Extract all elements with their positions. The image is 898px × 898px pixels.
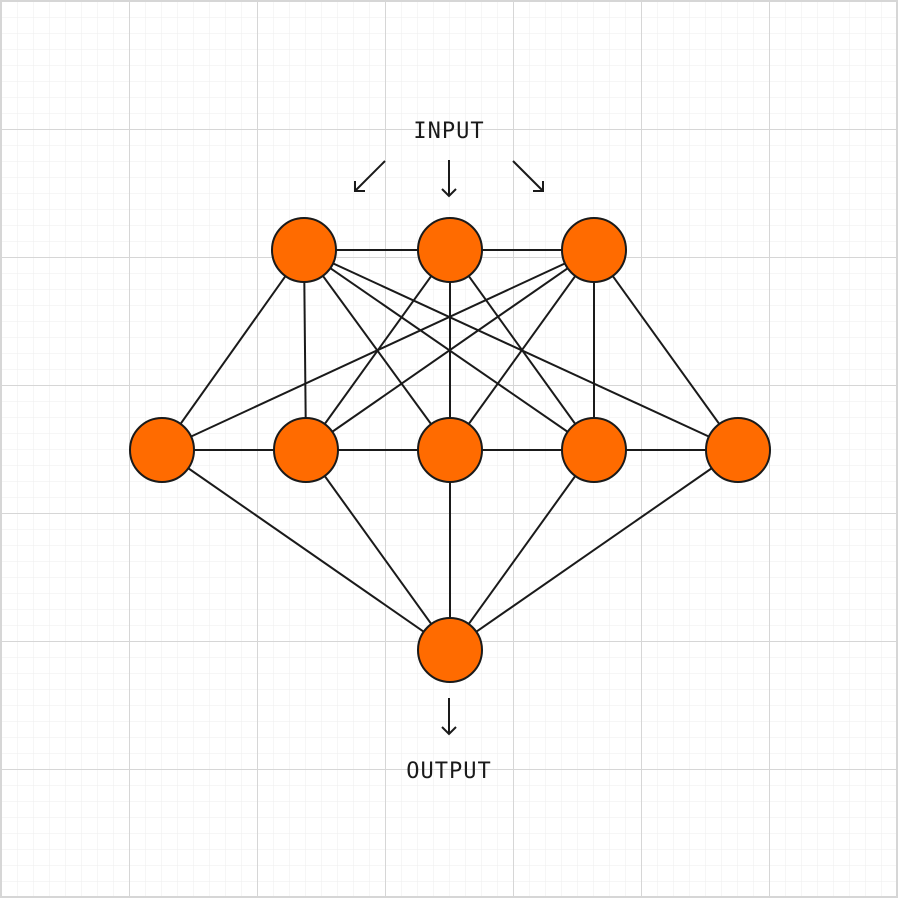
input-arrow-center <box>441 160 457 198</box>
node-group <box>129 217 771 683</box>
edge-m4-b0 <box>449 449 739 651</box>
node-top-3 <box>561 217 627 283</box>
edge-t2-m4 <box>593 249 739 451</box>
edge-t2-m2 <box>449 249 595 451</box>
node-output <box>417 617 483 683</box>
node-middle-4 <box>561 417 627 483</box>
node-top-1 <box>271 217 337 283</box>
edge-m0-b0 <box>161 449 451 651</box>
edge-m3-b0 <box>449 449 595 651</box>
input-arrow-right <box>512 160 544 192</box>
edge-t0-m1 <box>303 249 307 451</box>
node-middle-2 <box>273 417 339 483</box>
input-label: INPUT <box>413 119 484 144</box>
node-middle-1 <box>129 417 195 483</box>
edge-t2-m0 <box>161 249 595 451</box>
node-top-2 <box>417 217 483 283</box>
node-middle-5 <box>705 417 771 483</box>
edge-m1-b0 <box>305 449 451 651</box>
edge-t0-m0 <box>161 249 305 451</box>
output-label: OUTPUT <box>406 759 491 784</box>
edge-t2-m1 <box>305 249 595 451</box>
output-arrow <box>441 698 457 736</box>
input-arrow-left <box>354 160 386 192</box>
node-middle-3 <box>417 417 483 483</box>
